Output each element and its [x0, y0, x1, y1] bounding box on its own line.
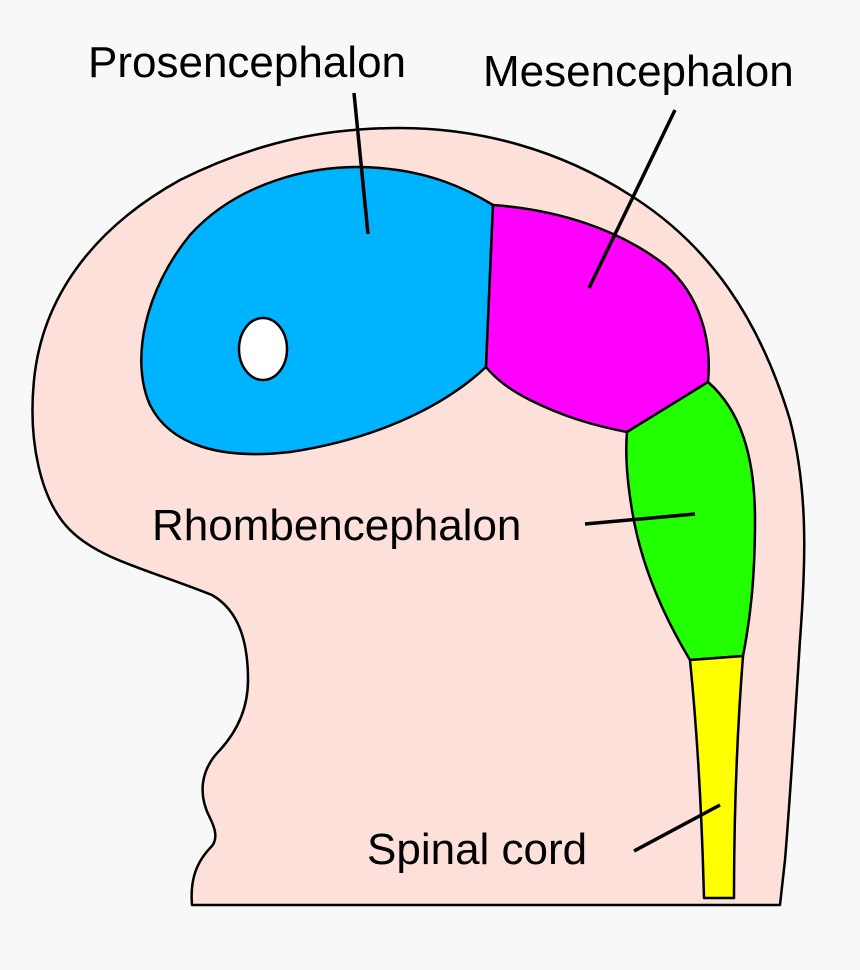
mesencephalon-label: Mesencephalon [483, 47, 794, 96]
rhombencephalon-region [624, 380, 757, 662]
mesencephalon-region [484, 203, 710, 434]
rhombencephalon-leader [584, 512, 696, 526]
spinal-cord-leader [633, 803, 721, 853]
mesencephalon-leader [587, 109, 677, 289]
spinal-cord-region [688, 654, 745, 900]
eye-circle [237, 316, 289, 382]
rhombencephalon-label: Rhombencephalon [152, 501, 521, 550]
prosencephalon-label: Prosencephalon [88, 38, 406, 87]
prosencephalon-leader [352, 92, 370, 235]
spinal-cord-label: Spinal cord [367, 825, 587, 874]
prosencephalon-region [140, 165, 495, 456]
